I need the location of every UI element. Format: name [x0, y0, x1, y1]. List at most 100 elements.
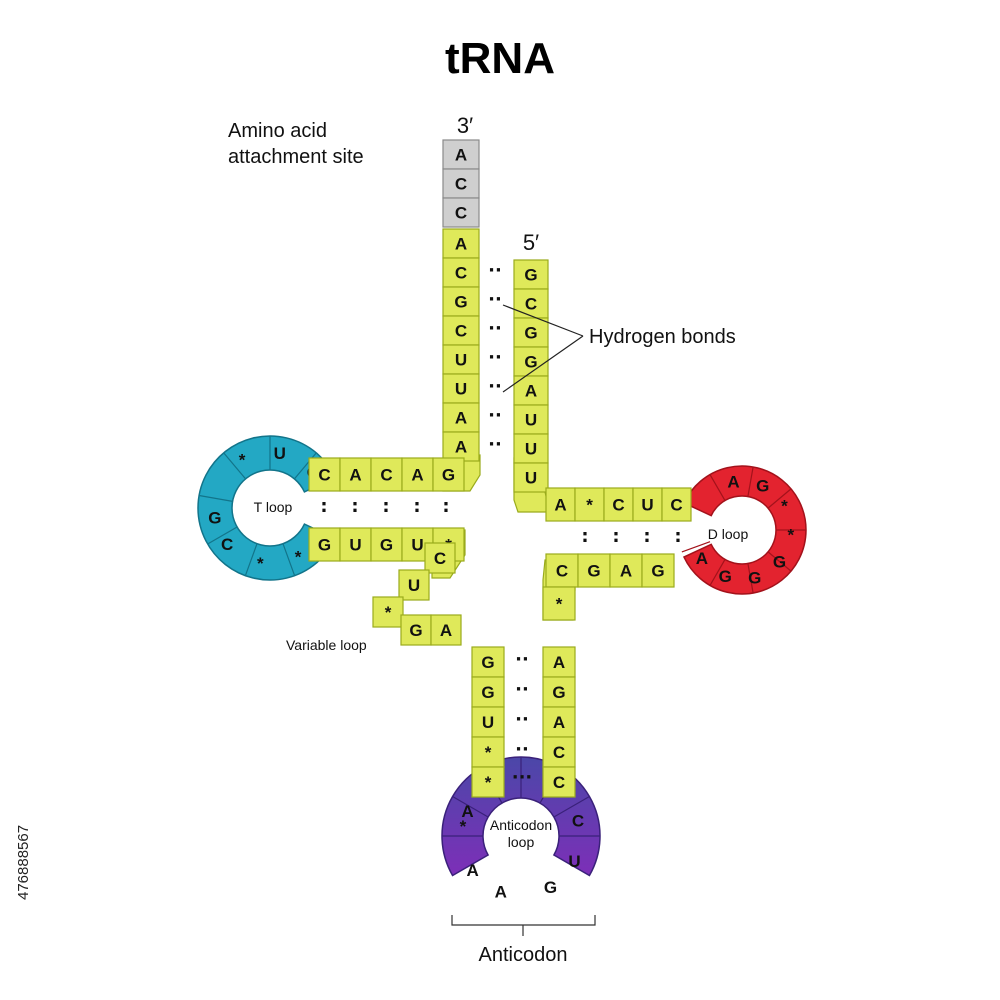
nucleotide-anticodon_stem_right: C	[553, 743, 565, 762]
nucleotide-t_stem_bottom: G	[318, 536, 331, 555]
nucleotide-cell	[513, 462, 549, 493]
nucleotide-cell	[398, 569, 430, 601]
nucleotide-t_loop: G	[208, 509, 221, 528]
nucleotide-cell	[513, 404, 549, 435]
nucleotide-d_loop: G	[756, 477, 769, 496]
nucleotide-cell	[661, 487, 692, 522]
diagram-title: tRNA	[445, 34, 555, 83]
nucleotide-cell	[542, 646, 576, 678]
nucleotide-cell	[471, 646, 505, 678]
bond-anticodon_stem: ··	[515, 679, 529, 700]
nucleotide-d_stem_bottom: G	[651, 562, 664, 581]
nucleotide-d_stem_top: *	[586, 496, 593, 515]
nucleotide-t_stem_bottom: U	[411, 536, 423, 555]
nucleotide-t_stem_top: G	[442, 466, 455, 485]
nucleotide-acceptor_5prime: C	[525, 295, 537, 314]
nucleotide-anticodon_stem_left: G	[481, 653, 494, 672]
t-loop-divider	[244, 543, 258, 576]
nucleotide-cell	[513, 346, 549, 377]
d-loop-label: D loop	[708, 526, 749, 542]
nucleotide-t_stem_top: A	[411, 466, 423, 485]
nucleotide-t_loop: C	[221, 535, 233, 554]
bond-t_stem: :	[442, 496, 449, 517]
three-prime-label: 3′	[457, 113, 473, 138]
nucleotide-d_stem_top: U	[641, 496, 653, 515]
amino-acid-label-line1: Amino acid	[228, 120, 327, 142]
t-loop-divider	[198, 494, 233, 502]
bond-acceptor: ··	[488, 347, 502, 368]
nucleotide-acceptor_3prime: U	[455, 380, 467, 399]
nucleotide-anticodon_loop: *	[460, 817, 467, 836]
bond-acceptor: ··	[488, 289, 502, 310]
nucleotide-t_stem_top: C	[380, 466, 392, 485]
bond-acceptor: ··	[488, 434, 502, 455]
t-loop-divider	[293, 452, 317, 480]
nucleotide-cell	[577, 553, 611, 588]
bond-anticodon_stem: ··	[515, 709, 529, 730]
d-loop-divider	[767, 488, 792, 509]
bond-t_stem: :	[320, 496, 327, 517]
hydrogen-bonds-pointer-upper	[502, 304, 584, 337]
nucleotide-anticodon_stem_left: G	[481, 683, 494, 702]
nucleotide-d_loop: A	[696, 549, 708, 568]
t-loop-label: T loop	[254, 499, 293, 515]
nucleotide-cell	[542, 706, 576, 738]
d-loop-divider	[709, 474, 726, 501]
d-loop-divider	[709, 559, 726, 586]
bond-acceptor: ··	[488, 405, 502, 426]
d-loop-divider	[747, 466, 754, 497]
nucleotide-cell	[641, 553, 675, 588]
nucleotide-cell	[442, 373, 480, 404]
nucleotide-acceptor_3prime: A	[455, 235, 467, 254]
nucleotide-terminal_3prime: C	[455, 175, 467, 194]
hydrogen-bonds-pointer-lower	[502, 335, 584, 393]
t-loop-divider	[207, 526, 238, 545]
bond-d_stem: :	[643, 526, 650, 547]
nucleotide-acceptor_5prime: A	[525, 382, 537, 401]
nucleotide-anticodon_stem_right: A	[553, 713, 565, 732]
d-loop-divider	[681, 541, 711, 553]
hydrogen-bonds-label: Hydrogen bonds	[589, 326, 736, 348]
nucleotide-acceptor_3prime: A	[455, 438, 467, 457]
nucleotide-acceptor_3prime: U	[455, 351, 467, 370]
nucleotide-cell	[400, 614, 432, 646]
bond-d_stem: :	[612, 526, 619, 547]
nucleotide-cell	[432, 457, 465, 492]
nucleotide-anticodon_loop: U	[568, 852, 580, 871]
nucleotide-variable_loop: *	[385, 603, 392, 622]
nucleotide-variable_loop: G	[409, 621, 422, 640]
nucleotide-acceptor_5prime: U	[525, 469, 537, 488]
nucleotide-anticodon_stem_left: U	[482, 713, 494, 732]
nucleotide-cell	[442, 139, 480, 170]
nucleotide-cell	[442, 344, 480, 375]
nucleotide-t_stem_top: C	[318, 466, 330, 485]
nucleotide-cell	[471, 706, 505, 738]
nucleotide-t_loop: *	[295, 547, 302, 566]
nucleotide-t_stem_bottom: G	[380, 536, 393, 555]
nucleotide-anticodon_stem_right: A	[553, 653, 565, 672]
nucleotide-d_stem_top: C	[612, 496, 624, 515]
bond-anticodon_stem: ··	[515, 649, 529, 670]
nucleotide-cell	[430, 614, 462, 646]
nucleotide-cell	[542, 736, 576, 768]
bond-acceptor: ··	[488, 260, 502, 281]
nucleotide-cell	[442, 402, 480, 433]
bond-t_stem: :	[351, 496, 358, 517]
nucleotide-cell	[603, 487, 634, 522]
t-loop-divider	[223, 452, 247, 480]
nucleotide-terminal_3prime: A	[455, 146, 467, 165]
bond-anticodon_stem: ··	[515, 739, 529, 760]
bond-acceptor: ··	[488, 318, 502, 339]
nucleotide-t_loop: *	[239, 451, 246, 470]
nucleotide-anticodon_loop: A	[467, 861, 479, 880]
nucleotide-d_stem_bottom: G	[587, 562, 600, 581]
nucleotide-cell	[513, 317, 549, 348]
nucleotide-variable_loop: U	[408, 576, 420, 595]
nucleotide-acceptor_5prime: G	[524, 353, 537, 372]
bond-d_stem: :	[674, 526, 681, 547]
nucleotide-cell	[442, 168, 480, 199]
nucleotide-cell	[442, 257, 480, 288]
nucleotide-anticodon_loop: C	[572, 812, 584, 831]
bond-d_stem: :	[581, 526, 588, 547]
